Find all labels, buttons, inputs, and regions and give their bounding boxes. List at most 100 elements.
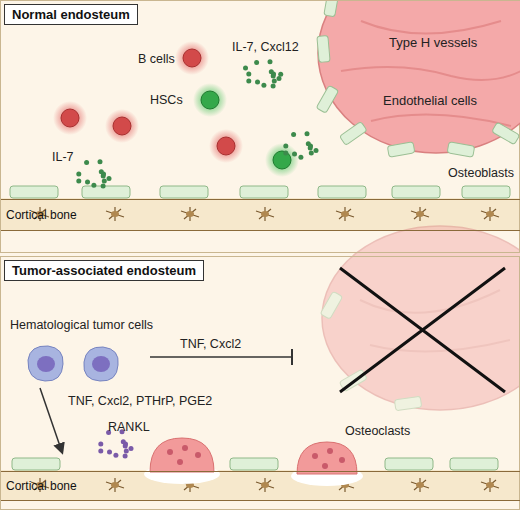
endothelial-cell (492, 122, 520, 145)
osteoblast (10, 186, 58, 198)
osteocyte (181, 207, 199, 221)
cytokine-dot (243, 66, 248, 71)
cytokine-dot (246, 78, 251, 83)
cytokine-dot (84, 160, 89, 165)
cytokine-dot (76, 178, 81, 183)
cytokine-dot (113, 453, 118, 458)
endothelial-cell (387, 142, 415, 157)
osteocyte (186, 211, 194, 217)
osteoclasts (144, 438, 363, 486)
osteoblast (230, 458, 278, 470)
osteocyte (111, 211, 119, 217)
cytokine-dot (85, 179, 90, 184)
cytokine-dot (255, 79, 260, 84)
osteocyte (416, 211, 424, 217)
vessel-shape (301, 1, 520, 166)
bone-band (0, 198, 520, 230)
vessel-label: Endothelial cells (383, 93, 477, 108)
cells (53, 41, 299, 177)
osteocyte (486, 482, 494, 488)
cytokine-dot (123, 453, 128, 458)
cytokine-dot (254, 60, 259, 65)
osteoblast (318, 186, 366, 198)
cytokine-dot (98, 159, 103, 164)
osteocyte (106, 207, 124, 221)
label: IL-7, Cxcl12 (232, 40, 299, 54)
cytokine-dot (283, 150, 288, 155)
cytokine-dot (278, 72, 283, 77)
label: Osteoblasts (448, 166, 514, 180)
panel-heading: Tumor-associated endosteum (4, 260, 204, 281)
cytokine-dot (76, 171, 81, 176)
bone-band (0, 470, 520, 500)
label: IL-7 (52, 150, 74, 164)
cytokine-dot (298, 155, 303, 160)
b-cell (209, 129, 243, 163)
label: HSCs (150, 93, 183, 107)
b-cell (183, 49, 201, 67)
hsc (193, 83, 227, 117)
cytokine-dot (101, 183, 106, 188)
osteoblast (82, 186, 130, 198)
hsc (265, 143, 299, 177)
panel: Tumor-associated endosteumCortical bone (0, 256, 520, 510)
vessel-label: Type H vessels (389, 35, 477, 50)
osteocyte (336, 207, 354, 221)
panel: Normal endosteumType H vesselsEndothelia… (0, 0, 520, 253)
cytokine-dot (271, 83, 276, 88)
osteocyte (261, 211, 269, 217)
endothelial-cell (447, 142, 475, 157)
osteocyte (411, 478, 429, 492)
label: Hematological tumor cells (10, 318, 153, 332)
b-cell (61, 109, 79, 127)
osteocyte (106, 478, 124, 492)
osteocyte (481, 478, 499, 492)
cytokine-dot (91, 183, 96, 188)
vessel-blob: Type H vesselsEndothelial cells (301, 1, 520, 166)
cytokine-dot (107, 449, 112, 454)
cytokine-dot (292, 151, 297, 156)
cytokine-dot (102, 179, 107, 184)
bone-label: Cortical bone (6, 479, 77, 493)
cytokine-dot (261, 83, 266, 88)
vessel-wall (318, 1, 520, 153)
cytokine-dot (268, 59, 273, 64)
osteoblast (12, 458, 60, 470)
osteocyte (481, 207, 499, 221)
cytokine-dot (306, 141, 311, 146)
cytokine-dot (305, 131, 310, 136)
endothelial-cell (324, 1, 339, 17)
osteocyte (411, 207, 429, 221)
cytokine-dot (121, 439, 126, 444)
cytokine-dot (99, 169, 104, 174)
osteoblast (385, 458, 433, 470)
arrow (40, 388, 62, 452)
vessel-texture (341, 21, 520, 126)
osteoblast (240, 186, 288, 198)
bone-band: Cortical bone (1, 471, 520, 501)
cytokine-dot (124, 449, 129, 454)
cytokine-dot (98, 448, 103, 453)
osteoblast (462, 186, 510, 198)
label: Osteoclasts (345, 424, 410, 438)
hsc (273, 151, 291, 169)
cytokine-dot (129, 446, 134, 451)
endothelial-cell (339, 121, 367, 145)
lost-vessel (320, 226, 520, 411)
cytokine-dot (246, 71, 251, 76)
osteocyte (256, 478, 274, 492)
cytokine-dot (283, 143, 288, 148)
inhibition-line (150, 356, 292, 358)
osteocyte (261, 482, 269, 488)
cytokine-dot (309, 151, 314, 156)
label: TNF, Cxcl2 (180, 337, 241, 351)
bone-band: Cortical bone (1, 199, 520, 231)
b-cell (217, 137, 235, 155)
cytokine-dot (269, 69, 274, 74)
inhibition-bar (291, 349, 293, 365)
osteocyte (416, 482, 424, 488)
osteocyte (486, 211, 494, 217)
cytokine-dot (291, 132, 296, 137)
cytokine-dot (98, 441, 103, 446)
tumor-cells (28, 346, 118, 381)
